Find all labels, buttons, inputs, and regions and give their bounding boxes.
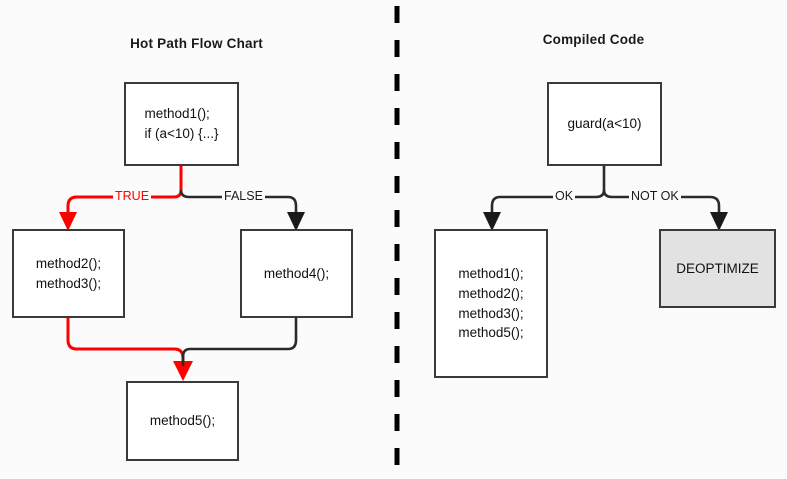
arrowhead-not-ok xyxy=(710,212,728,231)
node-join[interactable]: method5(); xyxy=(126,381,239,461)
node-guard-text: guard(a<10) xyxy=(567,116,642,132)
left-panel-title: Hot Path Flow Chart xyxy=(130,36,263,51)
node-false-branch-text: method4(); xyxy=(263,265,330,281)
node-deoptimize[interactable]: DEOPTIMIZE xyxy=(659,229,776,308)
node-compiled-body-text: method1(); method2(); method3(); method5… xyxy=(458,266,524,341)
node-compiled-body[interactable]: method1(); method2(); method3(); method5… xyxy=(434,229,548,378)
node-guard[interactable]: guard(a<10) xyxy=(547,82,662,166)
edge-label-ok: OK xyxy=(553,189,576,203)
edge-true xyxy=(66,189,183,219)
edge-false-join xyxy=(181,318,298,366)
edge-label-true: TRUE xyxy=(113,189,152,203)
node-join-text: method5(); xyxy=(149,413,216,429)
arrowhead-ok xyxy=(483,212,501,231)
node-deoptimize-text: DEOPTIMIZE xyxy=(676,260,759,276)
arrowhead-true xyxy=(59,212,77,231)
node-true-branch-text: method2(); method3(); xyxy=(35,255,102,291)
node-interpreted-entry-text: method1(); if (a<10) {...} xyxy=(144,106,219,141)
edge-label-false: FALSE xyxy=(222,189,265,203)
edge-ok xyxy=(490,189,606,219)
edge-false xyxy=(179,189,298,219)
edge-not-ok xyxy=(602,189,721,219)
arrowhead-join xyxy=(173,361,193,381)
arrowhead-false xyxy=(287,212,305,231)
node-interpreted-entry[interactable]: method1(); if (a<10) {...} xyxy=(124,82,239,166)
right-panel-title: Compiled Code xyxy=(542,32,645,47)
edge-label-not-ok: NOT OK xyxy=(629,189,681,203)
node-true-branch[interactable]: method2(); method3(); xyxy=(12,229,125,318)
edge-true-join xyxy=(66,318,185,368)
node-false-branch[interactable]: method4(); xyxy=(240,229,353,318)
